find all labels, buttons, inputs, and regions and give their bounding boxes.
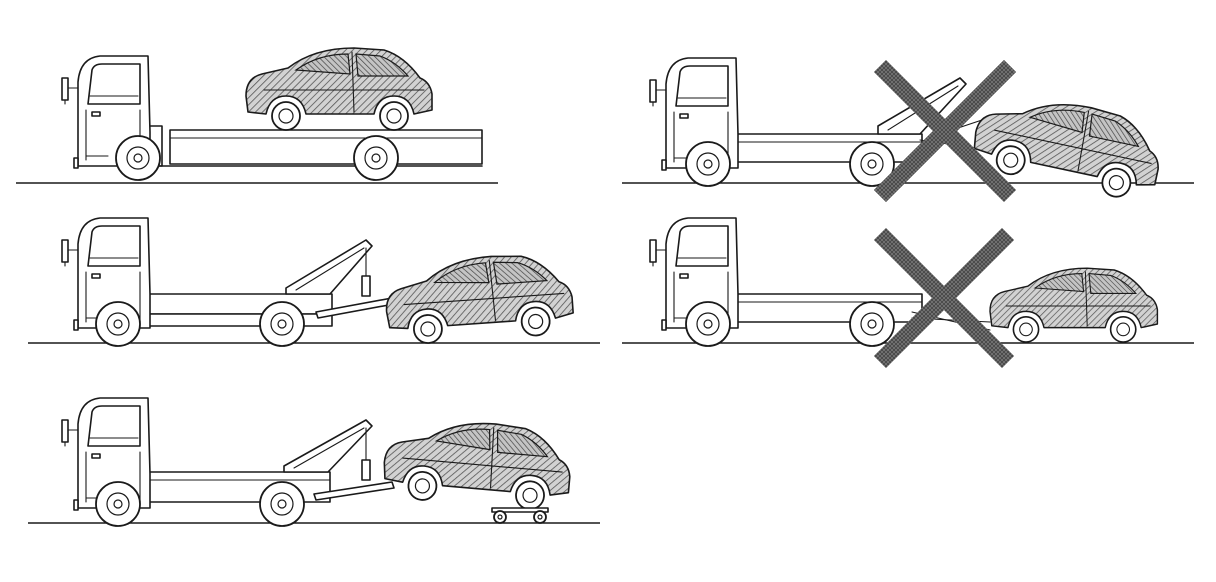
tow-truck-icon (61, 217, 395, 347)
car-icon (380, 413, 575, 514)
panel-wheel-lift-dollies (28, 397, 600, 527)
car-icon (989, 267, 1159, 343)
panel-flatbed (16, 47, 498, 184)
car-icon (382, 250, 576, 347)
tow-truck-icon (649, 217, 991, 347)
panel-wheel-lift-front (28, 217, 600, 347)
tow-truck-icon (61, 397, 395, 527)
forbidden-x-icon (873, 227, 1015, 369)
car-icon (245, 47, 433, 131)
tow-truck-icon (61, 55, 483, 181)
panel-sling-tow (622, 57, 1194, 206)
forbidden-x-icon (873, 59, 1017, 203)
panel-all-wheels-on-ground (622, 217, 1194, 369)
dolly-icon (491, 507, 549, 524)
